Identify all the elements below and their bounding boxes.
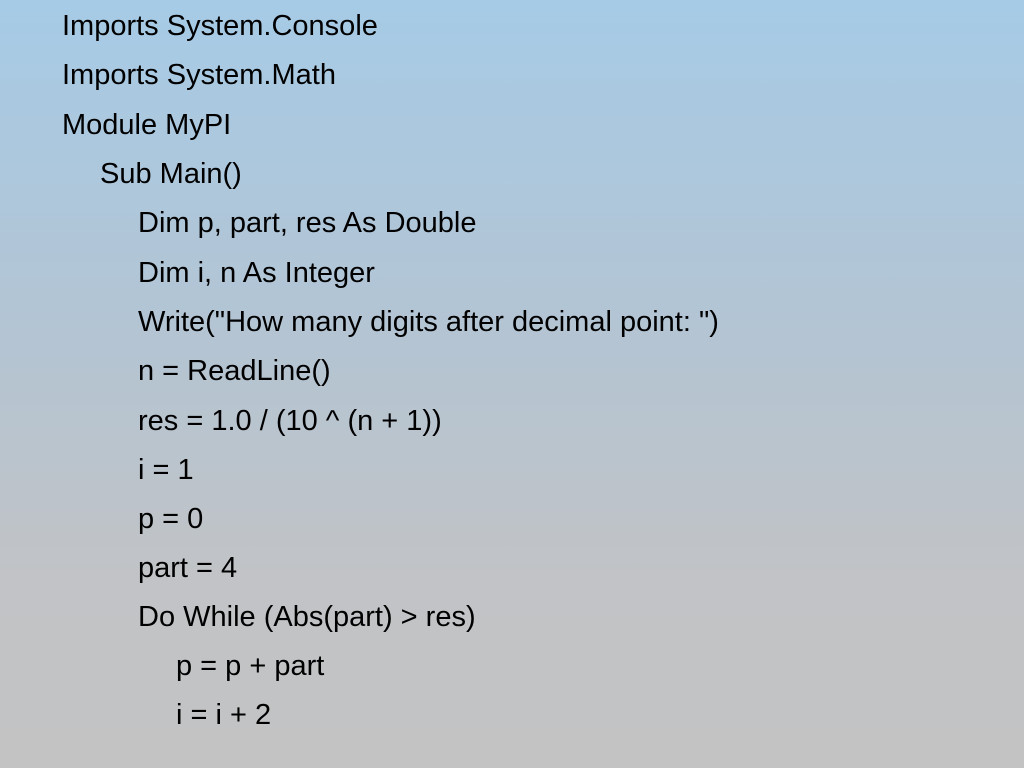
code-line-imports-math: Imports System.Math	[62, 59, 336, 91]
code-line-do-while: Do While (Abs(part) > res)	[138, 601, 476, 633]
code-line-part-init: part = 4	[138, 552, 238, 584]
code-line-i-init: i = 1	[138, 454, 194, 486]
code-line-imports-console: Imports System.Console	[62, 10, 378, 42]
code-line-i-update: i = i + 2	[176, 699, 272, 731]
code-line-res: res = 1.0 / (10 ^ (n + 1))	[138, 405, 442, 437]
code-line-p-update: p = p + part	[176, 650, 325, 682]
code-line-p-init: p = 0	[138, 503, 204, 535]
code-line-sub-main: Sub Main()	[100, 158, 242, 190]
code-line-dim-double: Dim p, part, res As Double	[138, 207, 477, 239]
code-line-write: Write("How many digits after decimal poi…	[138, 306, 719, 338]
code-line-dim-integer: Dim i, n As Integer	[138, 257, 375, 289]
code-line-module: Module MyPI	[62, 109, 232, 141]
code-line-readline: n = ReadLine()	[138, 355, 331, 387]
